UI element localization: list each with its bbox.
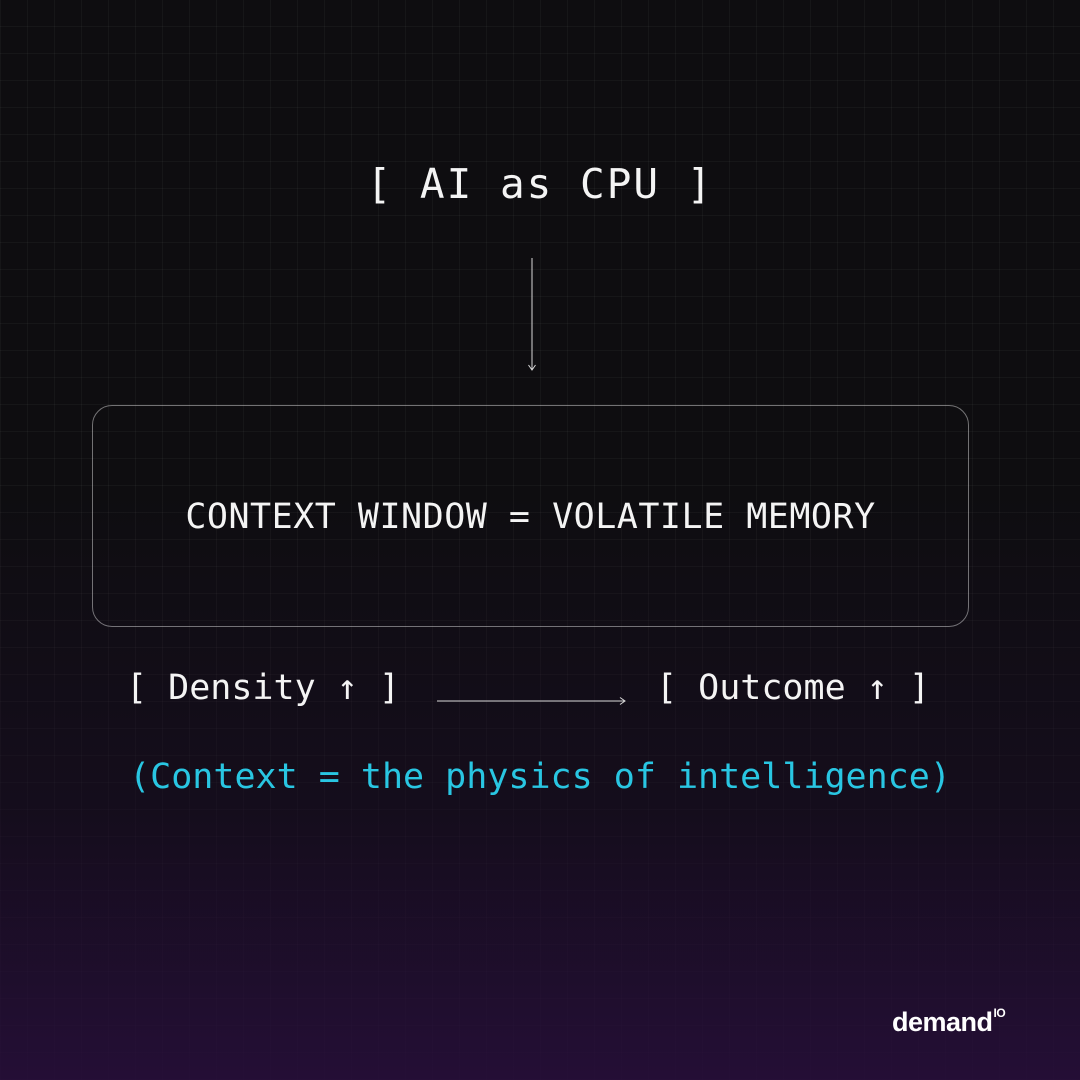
diagram-top-label: [ AI as CPU ] xyxy=(366,160,714,208)
brand-superscript: IO xyxy=(993,1006,1006,1020)
arrow-right-icon xyxy=(437,697,626,705)
context-window-label: CONTEXT WINDOW = VOLATILE MEMORY xyxy=(185,497,876,537)
arrow-down-icon xyxy=(528,258,536,371)
brand-logo: demandIO xyxy=(892,1006,1006,1038)
outcome-label: [ Outcome ↑ ] xyxy=(656,668,930,708)
tagline: (Context = the physics of intelligence) xyxy=(129,757,951,797)
density-label: [ Density ↑ ] xyxy=(126,668,400,708)
brand-name: demand xyxy=(892,1007,993,1037)
context-window-box: CONTEXT WINDOW = VOLATILE MEMORY xyxy=(92,405,969,627)
